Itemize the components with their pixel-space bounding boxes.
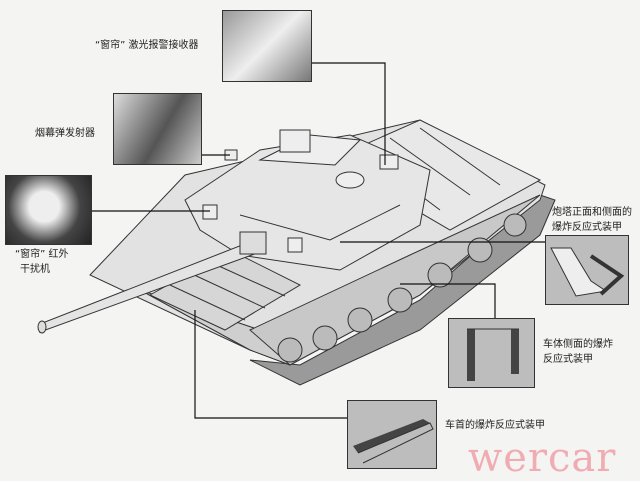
hull-front-era-photo [347, 400, 437, 469]
laser-warning-receiver-label: “窗帘” 激光报警接收器 [95, 40, 199, 51]
tank-hull [37, 119, 556, 386]
watermark: wercar [468, 435, 617, 481]
leader-lines [90, 62, 545, 419]
hull-side-era-label-line1: 车体侧面的爆炸 [543, 339, 613, 350]
laser-warning-receiver-photo [222, 10, 312, 82]
hull-front-era-label: 车首的爆炸反应式装甲 [445, 420, 545, 431]
hull-side-era-photo [448, 318, 535, 388]
turret-era-photo [545, 235, 629, 305]
ir-jammer-label-line2: 干扰机 [20, 264, 50, 275]
ir-jammer-photo [5, 175, 92, 245]
hull-side-era-label-line2: 反应式装甲 [543, 354, 593, 365]
turret-era-label-line2: 爆炸反应式装甲 [552, 222, 622, 233]
turret-era-label-line1: 炮塔正面和侧面的 [552, 207, 632, 218]
smoke-launcher-photo [113, 93, 202, 165]
smoke-launcher-label: 烟幕弹发射器 [35, 128, 95, 139]
ir-jammer-label-line1: “窗帘” 红外 [15, 249, 69, 260]
